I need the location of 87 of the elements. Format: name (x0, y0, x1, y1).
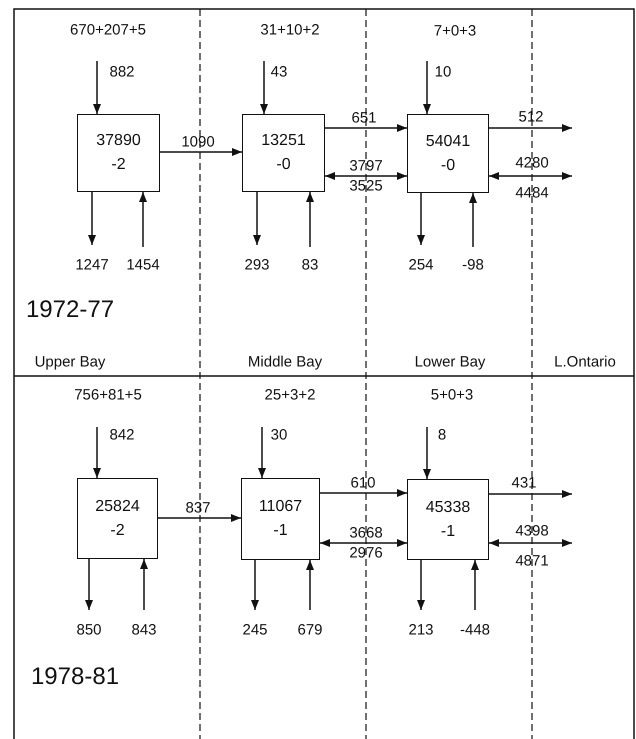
flow-arrow (306, 560, 314, 610)
flow-value: 10 (434, 64, 452, 80)
flow-value: 254 (408, 256, 434, 274)
flow-arrow (325, 124, 407, 132)
flow-arrow (93, 427, 101, 478)
node-text: 54041 (426, 132, 470, 150)
flow-value: 4484 (515, 184, 549, 202)
flow-arrow (320, 539, 407, 547)
region-label: Lower Bay (414, 354, 486, 370)
compartment-box (77, 114, 160, 192)
flow-arrow (158, 514, 241, 522)
flow-value: 3525 (349, 178, 383, 194)
compartment-box (77, 478, 158, 559)
flow-value: 293 (244, 256, 270, 274)
compartment-box (241, 478, 320, 560)
flow-value: 850 (76, 622, 102, 638)
flow-value: 610 (350, 474, 376, 492)
period-label: 1978-81 (30, 664, 120, 690)
input-sum: 5+0+3 (430, 386, 474, 404)
flow-value: 2976 (349, 544, 383, 562)
node-text: 11067 (258, 498, 302, 516)
input-sum: 7+0+3 (434, 22, 476, 40)
flow-arrow (471, 560, 479, 610)
flow-value: 43 (270, 64, 288, 80)
region-label: Upper Bay (34, 354, 106, 370)
flow-value: 213 (408, 622, 434, 638)
flow-value: 1454 (126, 256, 160, 274)
flow-arrow (423, 427, 431, 479)
flow-value: 30 (270, 426, 288, 444)
input-sum: 756+81+5 (74, 386, 142, 404)
flow-arrow (88, 192, 96, 245)
flow-arrow (489, 490, 572, 498)
input-sum: 670+207+5 (70, 22, 146, 38)
flow-value: 245 (242, 622, 268, 638)
node-text: 37890 (96, 132, 141, 150)
flow-value: 4280 (515, 154, 549, 172)
compartment-box (407, 479, 489, 560)
flow-arrow (489, 124, 572, 132)
flow-arrow (325, 172, 407, 180)
flow-arrow (251, 560, 259, 610)
flow-arrow (160, 148, 242, 156)
flow-arrow (469, 193, 477, 247)
flow-arrow (423, 61, 431, 114)
flow-value: 4398 (515, 522, 549, 540)
flow-value: -98 (462, 256, 484, 274)
flow-value: -448 (460, 622, 490, 638)
compartment-box (242, 114, 325, 192)
input-sum: 31+10+2 (260, 22, 320, 38)
flow-arrow (417, 193, 425, 245)
node-text: 25824 (95, 498, 140, 516)
node-text: 13251 (261, 132, 306, 150)
region-label: Middle Bay (248, 354, 322, 370)
node-text: -2 (111, 156, 126, 174)
flow-value: 3668 (349, 524, 383, 542)
flow-value: 512 (518, 108, 544, 126)
flow-value: 8 (438, 426, 446, 444)
flow-value: 1247 (75, 256, 109, 274)
flow-value: 83 (302, 256, 318, 274)
flow-value: 4871 (515, 552, 549, 570)
flow-arrow (140, 559, 148, 610)
node-text: 45338 (426, 498, 470, 516)
flow-value: 842 (109, 426, 135, 444)
flow-value: 651 (351, 110, 377, 126)
flow-arrow (489, 172, 572, 180)
node-text: -2 (110, 522, 125, 540)
flow-arrow (306, 192, 314, 247)
region-label: L.Ontario (554, 354, 616, 370)
flow-arrow (417, 560, 425, 610)
flow-arrow (93, 61, 101, 114)
node-text: -1 (273, 522, 288, 540)
flow-value: 679 (297, 622, 323, 638)
node-text: -0 (276, 156, 291, 174)
period-label: 1972-77 (26, 297, 114, 323)
node-text: -1 (440, 522, 456, 540)
flow-arrow (320, 489, 407, 497)
node-text: -0 (440, 156, 456, 174)
flow-arrow (258, 427, 266, 478)
flow-arrow (139, 192, 147, 247)
flow-value: 843 (131, 622, 157, 638)
compartment-box (407, 114, 489, 193)
flow-value: 1090 (181, 134, 215, 150)
flow-arrow (85, 559, 93, 610)
input-sum: 25+3+2 (264, 386, 316, 404)
flow-arrow (489, 539, 572, 547)
flow-value: 882 (109, 64, 135, 80)
flow-arrow (260, 61, 268, 114)
flow-arrow (253, 192, 261, 245)
